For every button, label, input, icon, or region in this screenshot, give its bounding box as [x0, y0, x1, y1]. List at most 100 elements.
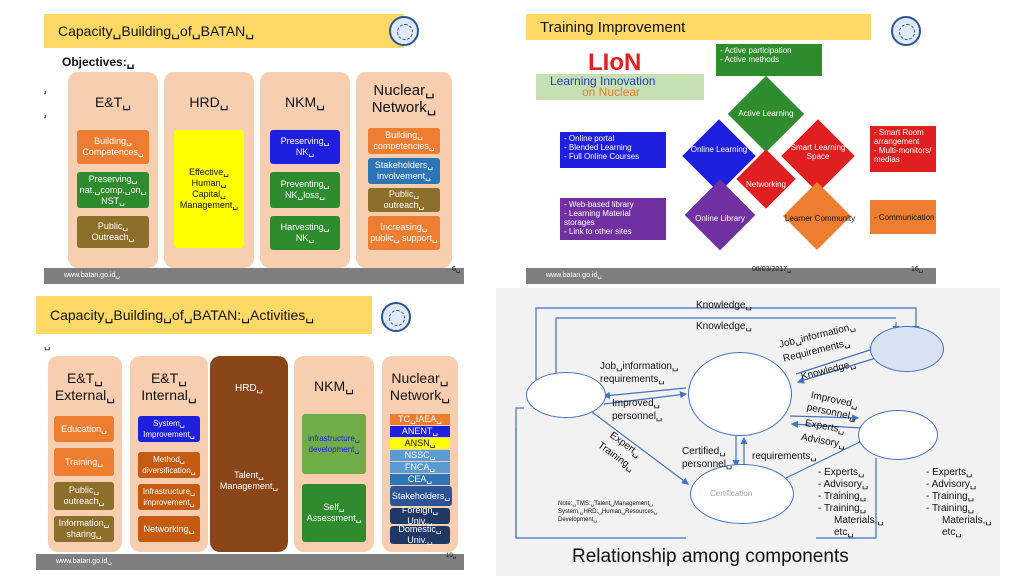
list-item: etc␣: [834, 527, 854, 538]
list-item: - Training␣: [926, 503, 975, 514]
batan-logo: [389, 16, 419, 46]
batan-logo: [891, 16, 921, 46]
label: requirements␣: [752, 451, 817, 462]
item-box: Public␣ Outreach␣: [77, 216, 149, 248]
lion-subtitle: on Nuclear: [582, 85, 641, 99]
footer-url: www.batan.go.id␣: [64, 272, 120, 279]
support-list-2: - Experts␣ - Advisory␣ - Training␣ - Tra…: [926, 467, 992, 539]
page-number: 16␣: [911, 266, 924, 273]
footer-url: www.batan.go.id␣: [546, 272, 602, 279]
column-title: Nuclear␣ Network␣: [389, 370, 451, 403]
diagram-caption: Relationship among components: [572, 546, 849, 567]
item-box: Foreign␣ Univ.␣: [390, 505, 450, 526]
item-box: TC␣IAEA␣: [390, 414, 450, 425]
item-box: ANSN␣: [390, 438, 450, 449]
item-box: Effective␣ Human␣ Capital␣ Management␣: [174, 130, 244, 248]
item-box: Preserving␣ NK␣: [270, 130, 340, 164]
diamond-label: Online Library: [695, 214, 745, 223]
item-box: Infrastructure␣ improvement␣: [138, 484, 200, 510]
bullet: ␣: [44, 84, 46, 96]
item-box: Increasing␣ public␣ support␣: [368, 216, 440, 250]
footer-url: www.batan.go.id␣: [56, 558, 112, 565]
item-box: Preventing␣ NK␣loss␣: [270, 172, 340, 208]
item-box: System␣ Improvement␣: [138, 416, 200, 442]
item-box: Stakeholders␣: [390, 486, 452, 506]
label: requirements␣: [600, 374, 665, 385]
bullet: ␣: [44, 340, 51, 351]
item-box: Building␣ Competences␣: [77, 130, 149, 164]
label: Improved␣: [612, 398, 661, 409]
list-item: - Experts␣: [818, 467, 865, 478]
column-title: HRD␣: [234, 383, 263, 394]
item-box: Talent␣ Management␣: [219, 470, 279, 491]
batan-logo: [381, 302, 411, 332]
item-box: Education␣: [54, 416, 114, 442]
column-title: HRD␣: [189, 94, 229, 110]
item-box: Harvesting␣ NK␣: [270, 216, 340, 250]
list-item: - Training␣: [818, 503, 867, 514]
item-box: FNCA␣: [390, 462, 450, 473]
list-item: - Advisory␣: [818, 479, 869, 490]
slide-title: Capacity␣Building␣of␣BATAN␣: [44, 14, 404, 48]
column-title: Nuclear␣ Network␣: [371, 82, 437, 116]
lion-logo: LIoN: [588, 49, 642, 76]
item-box: Training␣: [54, 448, 114, 476]
item-box: infrastructure␣ development␣: [302, 414, 366, 474]
footer: www.batan.go.id␣: [44, 268, 464, 284]
slide-date: 06/03/2017␣: [752, 266, 792, 273]
item-box: Domestic␣ Univ.␣: [390, 524, 450, 545]
item-box: Building␣ competencies␣: [368, 128, 440, 154]
slide-relationship: Certification Knowledge␣ Knowledge␣ Job␣…: [496, 288, 1000, 576]
active-methods-box: - Active participation- Active methods: [716, 44, 822, 76]
item-box: Information␣ sharing␣: [54, 516, 114, 542]
diamond-label: Online Learning: [690, 145, 748, 154]
item-box: Self␣ Assessment␣: [302, 484, 366, 542]
label: personnel␣: [612, 411, 663, 422]
lion-subtitle-box: [536, 74, 704, 100]
institution-node-top: [870, 326, 944, 372]
label: Knowledge␣: [696, 321, 752, 332]
footer: www.batan.go.id␣: [526, 268, 936, 284]
slide-activities: Capacity␣Building␣of␣BATAN:␣Activities␣ …: [36, 296, 464, 570]
page-number: 6␣: [452, 266, 461, 273]
column-hrd: [210, 356, 288, 552]
diagram-note: Note:␣TMS:␣Talent␣Management␣ System,␣HR…: [558, 501, 658, 523]
institution-node-right: [858, 410, 938, 460]
online-portal-box: - Online portal- Blended Learning- Full …: [560, 132, 666, 168]
tms-node: [688, 352, 792, 436]
list-item: - Training␣: [818, 491, 867, 502]
item-box: Stakeholders␣ involvement␣: [368, 158, 440, 184]
item-box: CEA␣: [390, 474, 450, 485]
item-box: Public␣ outreach␣: [368, 188, 440, 212]
diamond-label: Active Learning: [738, 109, 794, 118]
item-box: ANENT␣: [390, 426, 450, 437]
list-item: Materials,␣: [942, 515, 992, 526]
item-box: Preserving␣ nat.␣comp.␣on␣ NST␣: [77, 172, 149, 208]
certification-label: Certification: [710, 489, 753, 498]
label: Certified␣: [682, 446, 726, 457]
column-title: E&T␣ External␣: [54, 370, 116, 403]
label: Knowledge␣: [696, 300, 752, 311]
footer: www.batan.go.id␣: [36, 554, 464, 570]
item-box: Networking␣: [138, 516, 200, 542]
list-item: - Advisory␣: [926, 479, 977, 490]
label: Job␣information␣: [600, 361, 679, 372]
list-item: - Experts␣: [926, 467, 973, 478]
column-title: E&T␣: [94, 94, 132, 110]
diamond-label: Smart Learning Space: [790, 143, 846, 161]
objectives-label: Objectives:␣: [62, 55, 135, 69]
diamond-label: Networking: [745, 180, 786, 189]
list-item: etc␣: [942, 527, 962, 538]
certification-node: [690, 464, 794, 524]
support-list-1: - Experts␣ - Advisory␣ - Training␣ - Tra…: [818, 467, 884, 539]
list-item: Materials,␣: [834, 515, 884, 526]
relationship-arrows: [515, 307, 920, 539]
slide-training-improvement: Training Improvement LIoN Learning Innov…: [526, 14, 936, 284]
label: personnel␣: [682, 459, 733, 470]
slide-objectives: Capacity␣Building␣of␣BATAN␣ Objectives:␣…: [44, 14, 464, 284]
smart-room-box: - Smart Room arrangement- Multi-monitors…: [870, 126, 936, 172]
communication-forum-box: - Communication forum: [870, 200, 936, 234]
web-library-box: - Web-based library- Learning Material s…: [560, 198, 666, 240]
bullet: ␣: [44, 108, 46, 120]
item-box: Public␣ outreach␣: [54, 482, 114, 510]
